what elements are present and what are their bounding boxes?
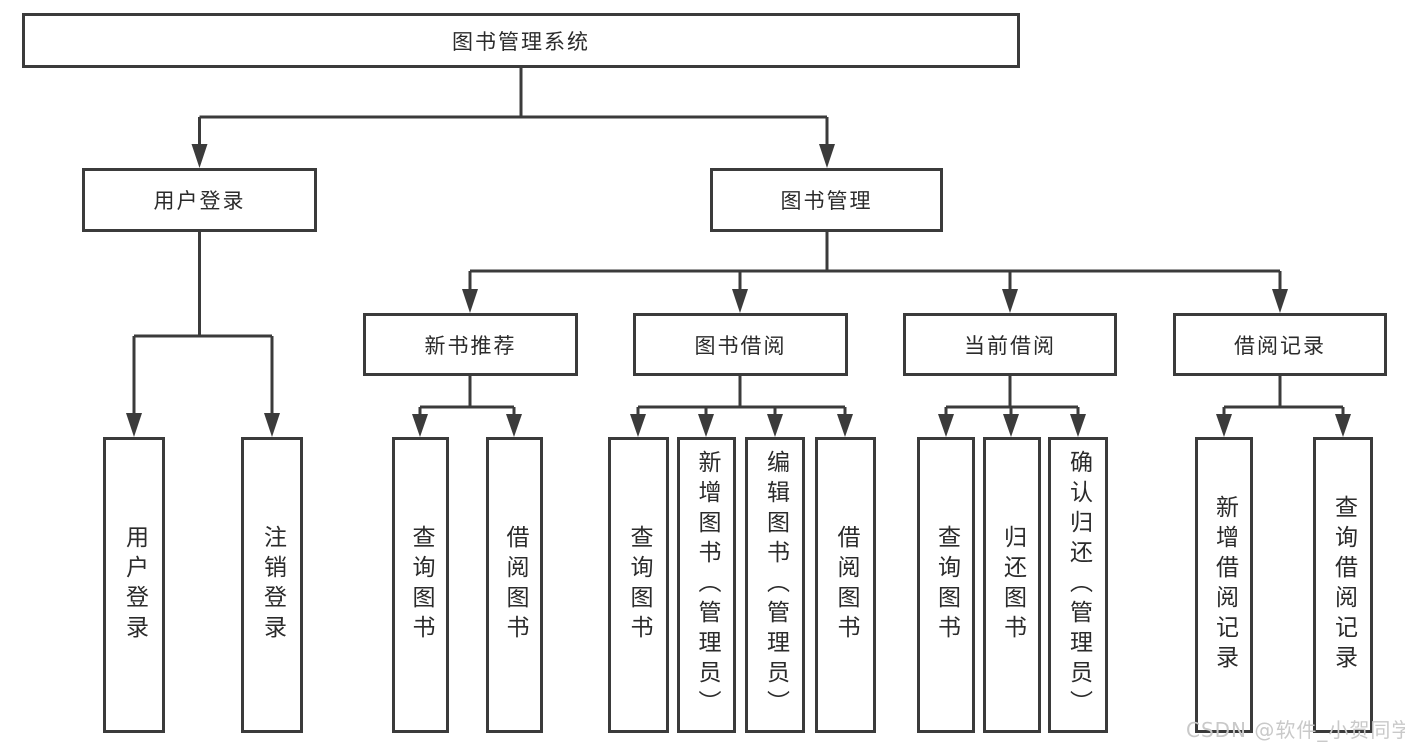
node-new-books-label: 新书推荐 <box>424 333 517 358</box>
connector-currentborrowing-to-leaves <box>944 376 1080 417</box>
node-borrowing-records-label: 借阅记录 <box>1234 333 1326 358</box>
leaf-borrowing-borrow-books: 借阅图书 <box>815 437 876 733</box>
node-root: 图书管理系统 <box>22 13 1020 68</box>
leaf-newbooks-borrow-books-label: 借阅图书 <box>502 525 528 645</box>
leaf-newbooks-borrow-books: 借阅图书 <box>486 437 543 733</box>
node-user-login-branch-label: 用户登录 <box>153 189 246 213</box>
node-user-login-branch: 用户登录 <box>82 168 317 232</box>
leaf-newbooks-query-books: 查询图书 <box>392 437 449 733</box>
leaf-user-login: 用户登录 <box>103 437 165 733</box>
leaf-return-books-label: 归还图书 <box>999 525 1026 645</box>
leaf-borrowing-query-books-label: 查询图书 <box>626 525 652 645</box>
leaf-query-borrow-record-label: 查询借阅记录 <box>1330 495 1357 675</box>
leaf-add-borrow-record: 新增借阅记录 <box>1195 437 1253 733</box>
csdn-watermark: CSDN @软件_小贺同学 <box>1186 718 1405 742</box>
leaf-edit-books-admin: 编辑图书（管理员） <box>745 437 805 733</box>
connector-borrowrecords-to-leaves <box>1222 376 1345 417</box>
leaf-edit-books-admin-label: 编辑图书（管理员） <box>762 450 789 720</box>
node-book-mgmt-branch: 图书管理 <box>710 168 943 232</box>
leaf-return-books: 归还图书 <box>983 437 1041 733</box>
leaf-query-borrow-record: 查询借阅记录 <box>1313 437 1373 733</box>
connector-root-to-level2 <box>198 68 829 148</box>
node-book-mgmt-branch-label: 图书管理 <box>780 189 873 213</box>
leaf-confirm-return-admin-label: 确认归还（管理员） <box>1065 450 1092 720</box>
leaf-add-borrow-record-label: 新增借阅记录 <box>1211 495 1238 675</box>
node-book-borrowing-label: 图书借阅 <box>694 333 787 358</box>
connector-userlogin-to-leaves <box>132 232 274 416</box>
node-borrowing-records: 借阅记录 <box>1173 313 1387 376</box>
node-current-borrowing-label: 当前借阅 <box>964 333 1056 358</box>
node-current-borrowing: 当前借阅 <box>903 313 1117 376</box>
leaf-confirm-return-admin: 确认归还（管理员） <box>1048 437 1108 733</box>
leaf-current-query-books-label: 查询图书 <box>933 525 960 645</box>
leaf-add-books-admin: 新增图书（管理员） <box>677 437 736 733</box>
node-book-borrowing: 图书借阅 <box>633 313 848 376</box>
leaf-logout: 注销登录 <box>241 437 303 733</box>
node-root-label: 图书管理系统 <box>452 29 590 54</box>
leaf-current-query-books: 查询图书 <box>917 437 975 733</box>
leaf-logout-label: 注销登录 <box>259 525 286 645</box>
leaf-add-books-admin-label: 新增图书（管理员） <box>694 450 720 720</box>
leaf-newbooks-query-books-label: 查询图书 <box>408 525 434 645</box>
connector-bookmgmt-to-level3 <box>468 232 1282 292</box>
leaf-borrowing-borrow-books-label: 借阅图书 <box>833 525 859 645</box>
leaf-user-login-label: 用户登录 <box>121 525 148 645</box>
connector-newbooks-to-leaves <box>418 376 516 417</box>
leaf-borrowing-query-books: 查询图书 <box>608 437 669 733</box>
node-new-books: 新书推荐 <box>363 313 578 376</box>
connector-bookborrowing-to-leaves <box>636 376 847 417</box>
